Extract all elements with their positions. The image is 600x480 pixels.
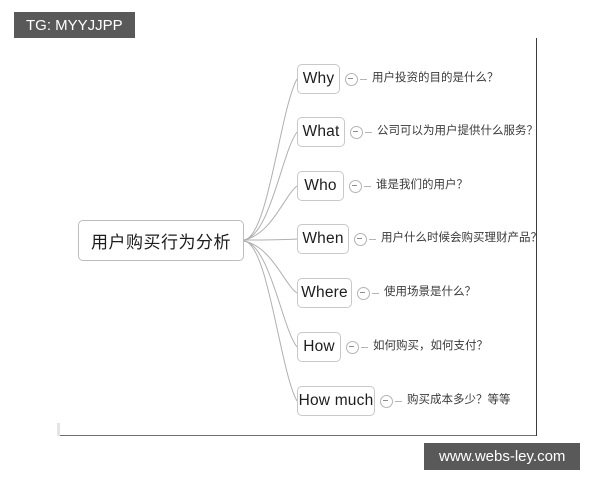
circle-minus-icon[interactable]: [357, 286, 370, 300]
branch-annotation-when: 用户什么时候会购买理财产品？: [354, 229, 542, 249]
annotation-dash: [369, 238, 376, 240]
circle-minus-icon[interactable]: [345, 72, 358, 86]
annotation-dash: [372, 292, 379, 294]
branch-node-label: How much: [298, 392, 374, 409]
branch-node-where[interactable]: Where: [297, 278, 352, 308]
connector-who: [243, 185, 298, 241]
canvas-frame-bottom-border: [59, 435, 537, 436]
watermark-bottom-right: www.webs-ley.com: [424, 443, 581, 470]
branch-annotation-how: 如何购买，如何支付？: [346, 337, 488, 357]
connector-where: [243, 240, 298, 294]
connector-why: [243, 78, 298, 241]
branch-node-how-much[interactable]: How much: [297, 386, 375, 416]
annotation-text: 公司可以为用户提供什么服务？: [377, 125, 538, 138]
annotation-text: 用户投资的目的是什么？: [372, 72, 499, 85]
annotation-dash: [395, 400, 402, 402]
annotation-text: 谁是我们的用户？: [376, 179, 468, 192]
annotation-dash: [365, 131, 372, 133]
connector-how: [243, 240, 298, 348]
branch-node-what[interactable]: What: [297, 117, 345, 147]
canvas-frame-right-border: [536, 38, 537, 436]
circle-minus-icon[interactable]: [350, 125, 363, 139]
branch-annotation-why: 用户投资的目的是什么？: [345, 69, 499, 89]
canvas-frame-left-stub: [57, 423, 60, 436]
branch-node-how[interactable]: How: [297, 332, 341, 362]
annotation-dash: [364, 185, 371, 187]
branch-node-when[interactable]: When: [297, 224, 349, 254]
annotation-dash: [360, 78, 367, 80]
annotation-text: 用户什么时候会购买理财产品？: [381, 232, 542, 245]
watermark-top-left: TG: MYYJJPP: [14, 12, 135, 38]
branch-annotation-where: 使用场景是什么？: [357, 283, 476, 303]
branch-node-label: Why: [302, 70, 335, 87]
circle-minus-icon[interactable]: [380, 394, 393, 408]
branch-node-label: Who: [304, 177, 337, 194]
branch-annotation-how-much: 购买成本多少？等等: [380, 391, 511, 411]
circle-minus-icon[interactable]: [349, 179, 362, 193]
connector-what: [243, 131, 298, 241]
center-node-label: 用户购买行为分析: [91, 233, 231, 252]
watermark-bottom-right-text: www.webs-ley.com: [439, 448, 566, 465]
branch-node-label: Where: [301, 284, 348, 301]
branch-node-why[interactable]: Why: [297, 64, 340, 94]
connector-howmuch: [243, 240, 298, 402]
annotation-dash: [361, 346, 368, 348]
watermark-top-left-text: TG: MYYJJPP: [26, 16, 123, 34]
annotation-text: 如何购买，如何支付？: [373, 340, 488, 353]
branch-node-who[interactable]: Who: [297, 171, 344, 201]
branch-node-label: What: [302, 123, 340, 140]
branch-node-label: How: [303, 338, 335, 355]
circle-minus-icon[interactable]: [354, 232, 367, 246]
circle-minus-icon[interactable]: [346, 340, 359, 354]
center-node[interactable]: 用户购买行为分析: [78, 220, 244, 261]
annotation-text: 使用场景是什么？: [384, 286, 476, 299]
branch-node-label: When: [302, 230, 344, 247]
branch-annotation-what: 公司可以为用户提供什么服务？: [350, 122, 538, 142]
branch-annotation-who: 谁是我们的用户？: [349, 176, 468, 196]
annotation-text: 购买成本多少？等等: [407, 394, 511, 407]
connector-when: [243, 238, 298, 241]
